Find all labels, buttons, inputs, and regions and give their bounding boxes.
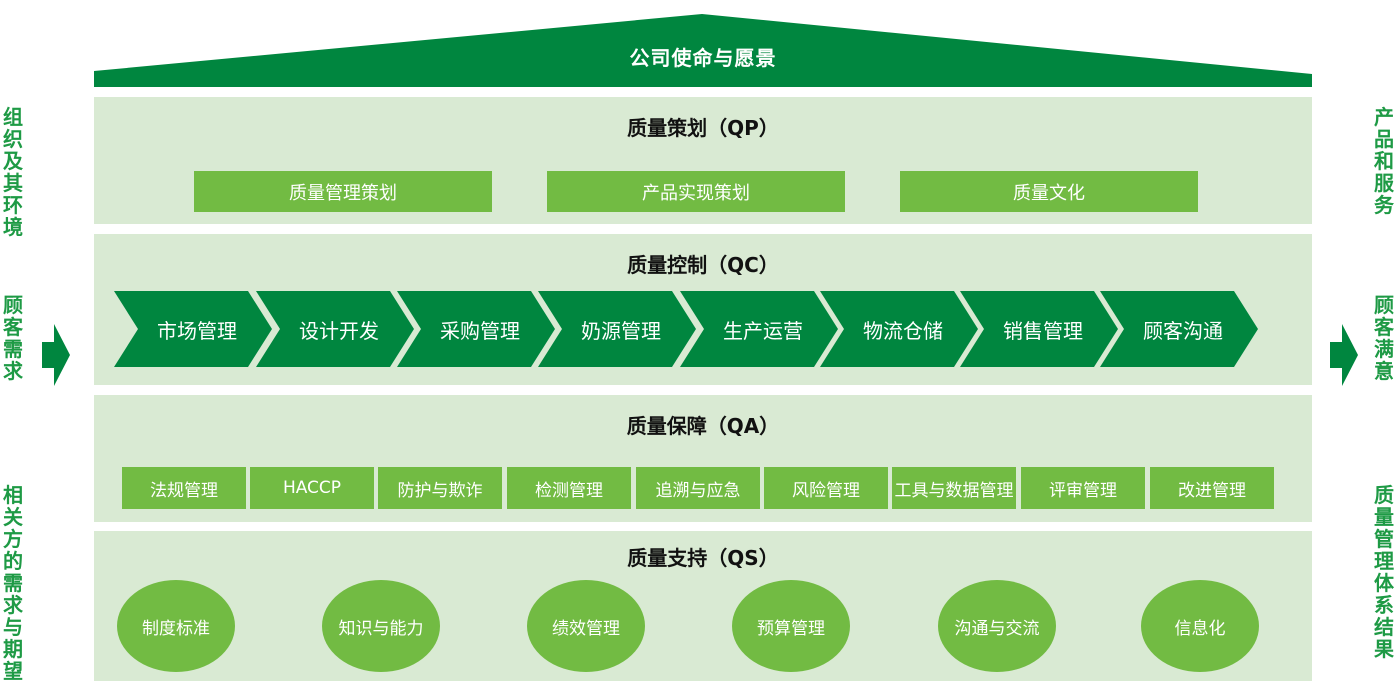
qs-item-2: 知识与能力	[322, 580, 440, 672]
qc-step-label: 销售管理	[1003, 318, 1083, 343]
qc-step-4: 奶源管理	[538, 291, 696, 367]
qa-item-9: 改进管理	[1150, 467, 1274, 509]
chevron-shape	[820, 291, 978, 367]
qc-step-label: 顾客沟通	[1143, 318, 1223, 343]
left-label-stakeholder-needs: 相关方的需求与期望	[3, 483, 23, 683]
qs-item-3: 绩效管理	[527, 580, 645, 672]
qc-step-label: 设计开发	[299, 318, 379, 343]
qs-item-4: 预算管理	[732, 580, 850, 672]
qp-item-quality-management-planning: 质量管理策划	[194, 171, 492, 212]
chevron-shape	[538, 291, 696, 367]
qc-step-label: 奶源管理	[581, 318, 661, 343]
mission-vision-title: 公司使命与愿景	[629, 46, 777, 70]
qc-step-label: 物流仓储	[863, 318, 943, 343]
right-label-customer-satisfaction: 顾客满意	[1374, 293, 1394, 383]
chevron-shape	[1100, 291, 1258, 367]
qs-title: 质量支持（QS）	[627, 546, 779, 570]
qa-item-8: 评审管理	[1021, 467, 1145, 509]
qs-item-6: 信息化	[1141, 580, 1259, 672]
qc-step-8: 顾客沟通	[1100, 291, 1258, 367]
left-label-organization-context: 组织及其环境	[3, 105, 23, 239]
qp-item-product-realization-planning: 产品实现策划	[547, 171, 845, 212]
qc-step-label: 采购管理	[440, 318, 520, 343]
left-input-arrow-icon	[42, 324, 70, 386]
qc-step-6: 物流仓储	[820, 291, 978, 367]
qc-step-5: 生产运营	[680, 291, 838, 367]
chevron-shape	[960, 291, 1118, 367]
right-label-products-services: 产品和服务	[1374, 105, 1394, 217]
qa-item-3: 防护与欺诈	[378, 467, 502, 509]
right-output-arrow-icon	[1330, 324, 1358, 386]
chevron-shape	[114, 291, 272, 367]
roof-shape	[94, 14, 1312, 87]
chevron-shape	[397, 291, 555, 367]
qa-item-4: 检测管理	[507, 467, 631, 509]
qc-step-1: 市场管理	[114, 291, 272, 367]
qa-item-2: HACCP	[250, 467, 374, 509]
qc-title: 质量控制（QC）	[627, 253, 779, 277]
chevron-shape	[256, 291, 414, 367]
left-label-customer-needs: 顾客需求	[3, 293, 23, 383]
qc-step-3: 采购管理	[397, 291, 555, 367]
chevron-shape	[680, 291, 838, 367]
qa-item-6: 风险管理	[764, 467, 888, 509]
qa-item-5: 追溯与应急	[636, 467, 760, 509]
qc-step-7: 销售管理	[960, 291, 1118, 367]
qc-step-label: 生产运营	[723, 318, 803, 343]
qc-step-2: 设计开发	[256, 291, 414, 367]
right-label-qms-results: 质量管理体系结果	[1374, 483, 1394, 661]
qs-item-1: 制度标准	[117, 580, 235, 672]
qs-band: 质量支持（QS）	[94, 531, 1312, 681]
qa-title: 质量保障（QA）	[626, 414, 780, 438]
qa-item-1: 法规管理	[122, 467, 246, 509]
qp-item-quality-culture: 质量文化	[900, 171, 1198, 212]
qa-item-7: 工具与数据管理	[892, 467, 1016, 509]
qc-step-label: 市场管理	[157, 318, 237, 343]
qp-title: 质量策划（QP）	[627, 116, 779, 140]
qs-item-5: 沟通与交流	[938, 580, 1056, 672]
